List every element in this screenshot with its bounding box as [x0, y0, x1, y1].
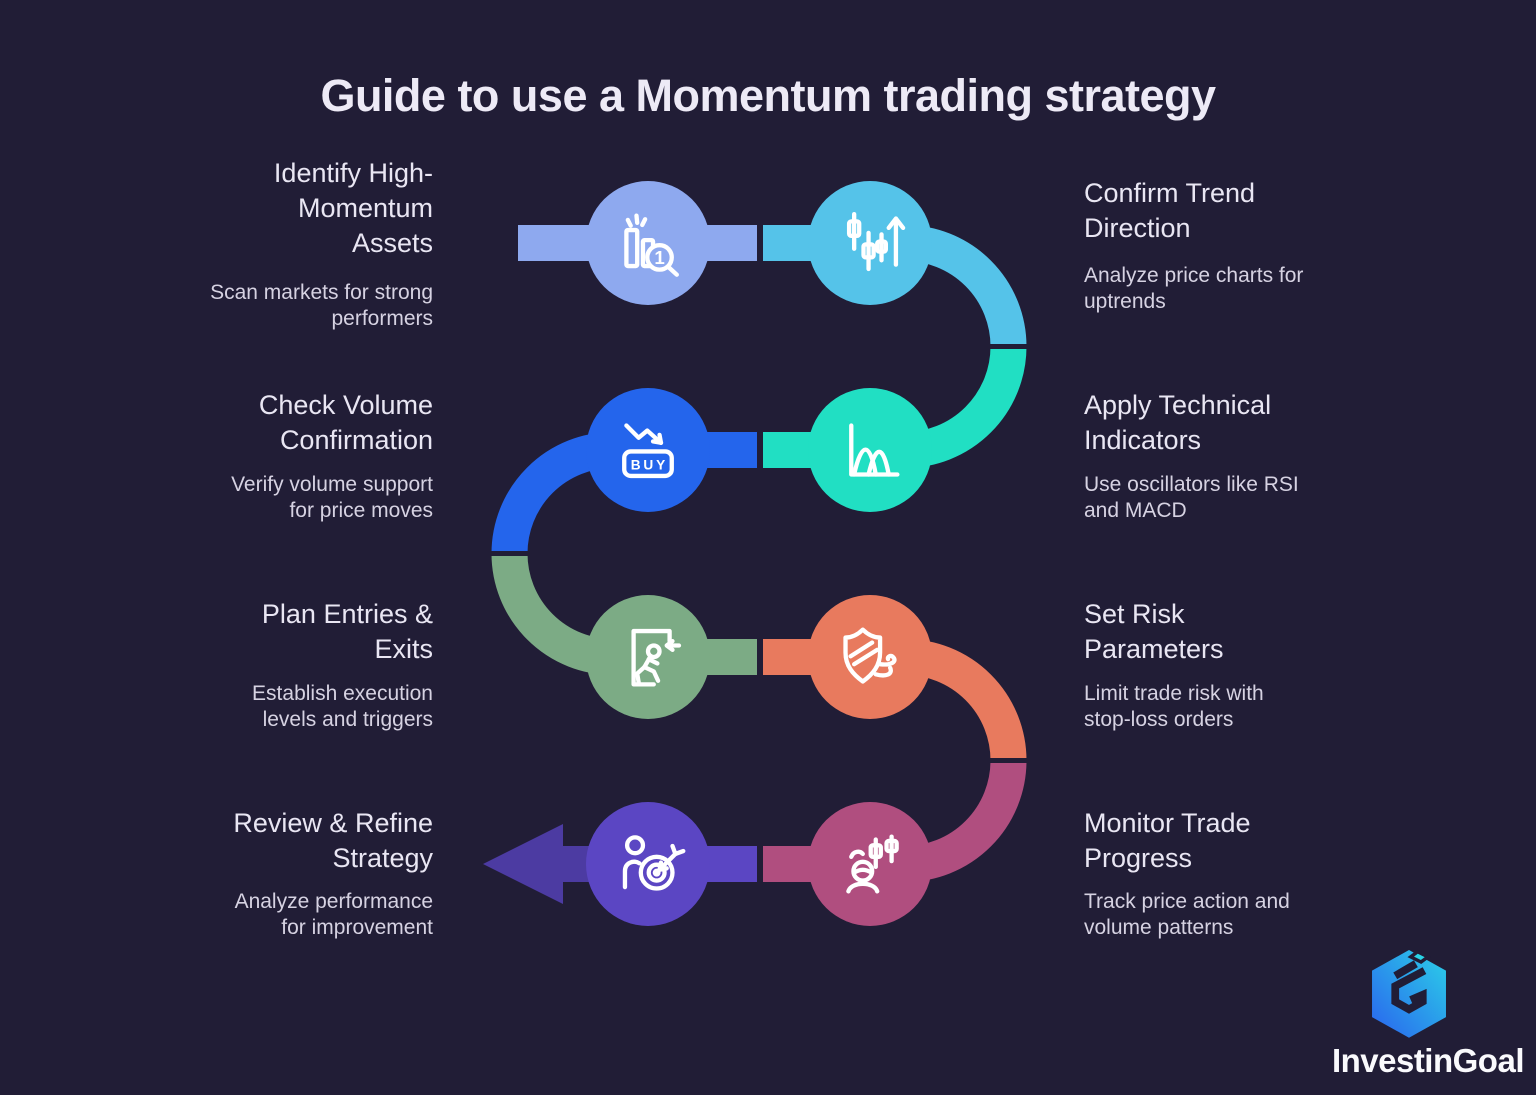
step1-circle: [586, 181, 710, 305]
node-step4: BUY: [586, 388, 710, 512]
step1-description: Scan markets for strong performers: [210, 281, 433, 330]
node-step7: [808, 802, 932, 926]
step4-description: Verify volume support for price moves: [231, 473, 433, 522]
shield-wind-icon: [843, 627, 897, 684]
step7-title: Monitor Trade Progress: [1084, 808, 1251, 873]
step7-description: Track price action and volume patterns: [1084, 890, 1290, 939]
node-step2: [808, 181, 932, 305]
brand-name: InvestinGoal: [1331, 1042, 1525, 1079]
step6-title: Set Risk Parameters: [1084, 599, 1224, 664]
investingoal-logo-icon: [1372, 949, 1446, 1038]
step8-circle: [586, 802, 710, 926]
buy-signal-icon: BUY: [622, 423, 674, 479]
node-step6: [808, 595, 932, 719]
step4-title: Check Volume Confirmation: [258, 390, 433, 455]
bar-chart-search-icon: 1: [624, 213, 679, 277]
step3-circle: [808, 388, 932, 512]
buy-label: BUY: [631, 457, 668, 472]
node-step1: 1: [586, 181, 710, 305]
step6-circle: [808, 595, 932, 719]
page-title: Guide to use a Momentum trading strategy: [320, 70, 1216, 121]
bell-curve-icon: [849, 423, 900, 477]
end-arrow-head-icon: [483, 824, 563, 904]
step3-title: Apply Technical Indicators: [1084, 390, 1272, 455]
step5-description: Establish execution levels and triggers: [252, 682, 433, 731]
step6-description: Limit trade risk with stop-loss orders: [1084, 682, 1264, 731]
node-step3: [808, 388, 932, 512]
candlestick-uptrend-icon: [846, 212, 906, 272]
step3-description: Use oscillators like RSI and MACD: [1084, 473, 1299, 522]
node-step5: [586, 595, 710, 719]
rank-1-badge: 1: [654, 247, 664, 268]
step1-title: Identify High- Momentum Assets: [273, 158, 433, 258]
person-target-icon: [622, 835, 686, 891]
node-step8: [586, 802, 710, 926]
step2-title: Confirm Trend Direction: [1084, 178, 1256, 243]
step5-title: Plan Entries & Exits: [261, 599, 433, 664]
step8-description: Analyze performance for improvement: [234, 890, 433, 939]
step8-title: Review & Refine Strategy: [233, 808, 433, 873]
exit-door-runner-icon: [631, 628, 682, 687]
step2-description: Analyze price charts for uptrends: [1084, 264, 1304, 313]
person-watching-chart-icon: [846, 834, 899, 894]
